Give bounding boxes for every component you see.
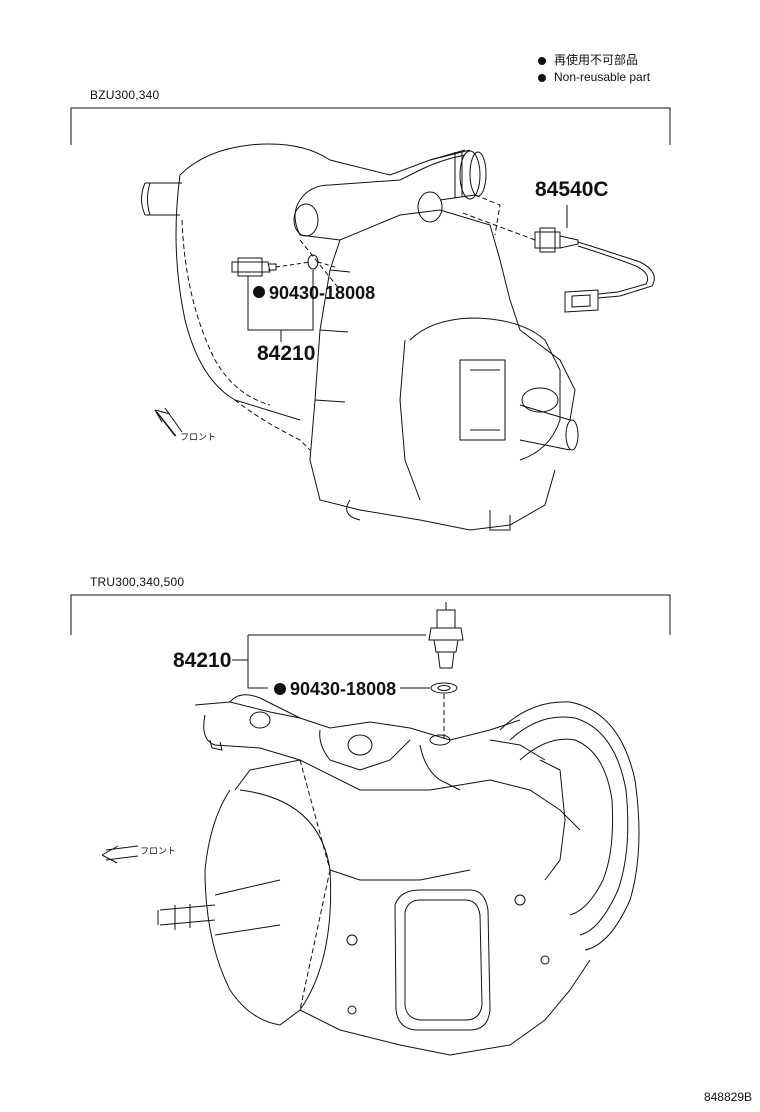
drawing-code: 848829B [703, 1090, 752, 1104]
part-label-84210-bzu: 84210 [257, 342, 315, 365]
legend-label-en: Non-reusable part [554, 70, 651, 84]
switch-84210-tru [428, 602, 464, 669]
part-label-90430-tru: 90430-18008 [290, 679, 396, 699]
non-reusable-dot-icon [274, 683, 286, 695]
front-arrow-icon [154, 407, 183, 437]
part-label-84210-tru: 84210 [173, 649, 231, 672]
legend-item-jp: 再使用不可部品 [538, 52, 650, 69]
gasket-ring-bzu [307, 254, 319, 270]
section-frame-bzu [70, 107, 671, 145]
switch-84210-bzu [231, 257, 311, 277]
front-label-tru: フロント [140, 846, 176, 856]
section-title-bzu: BZU300,340 [90, 88, 160, 102]
non-reusable-dot-icon [538, 56, 546, 65]
legend: 再使用不可部品 Non-reusable part [538, 52, 650, 86]
front-label-bzu: フロント [180, 432, 216, 442]
front-arrow-icon [101, 845, 139, 864]
section-frame-tru [70, 594, 671, 635]
non-reusable-dot-icon [253, 286, 265, 298]
legend-item-en: Non-reusable part [538, 69, 650, 86]
bracket-84210-bzu [247, 270, 314, 342]
section-title-tru: TRU300,340,500 [90, 575, 185, 589]
sensor-84540c [459, 205, 655, 313]
part-label-90430-bzu: 90430-18008 [269, 283, 375, 303]
non-reusable-dot-icon [538, 73, 546, 82]
transmission-tru [157, 694, 640, 1056]
part-label-84540c: 84540C [535, 178, 609, 201]
transmission-bzu [141, 143, 579, 531]
bracket-84210-tru [232, 634, 430, 689]
gasket-ring-tru [430, 682, 458, 694]
legend-label-jp: 再使用不可部品 [554, 53, 639, 67]
